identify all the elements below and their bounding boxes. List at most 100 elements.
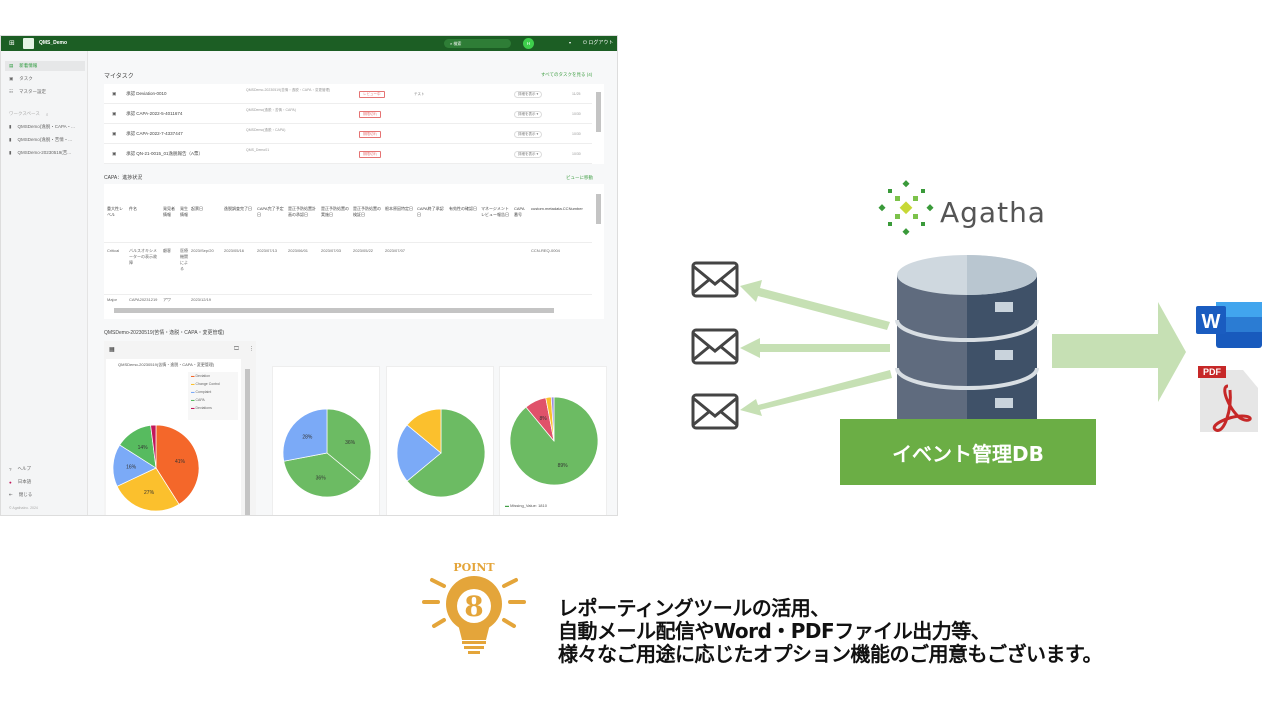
view-link[interactable]: ビューに移動 — [566, 175, 593, 180]
pie-slice[interactable] — [326, 408, 372, 482]
column-header[interactable]: CAPA番号 — [514, 206, 525, 217]
vertical-scrollbar[interactable] — [596, 194, 601, 224]
mail-icons — [691, 261, 739, 430]
legend-item[interactable]: ▬ Deviation — [191, 374, 211, 378]
task-date: 11/25 — [572, 92, 581, 96]
vertical-scrollbar[interactable] — [245, 369, 250, 515]
help-link[interactable]: ?ヘルプ — [9, 466, 32, 472]
word-icon: W — [1196, 302, 1262, 348]
settings-icon: ☷ — [9, 89, 14, 94]
collapse-icon: ⇤ — [9, 492, 13, 497]
arrow-to-mail-1 — [740, 280, 890, 330]
legend-item[interactable]: ▬ Deviations — [191, 406, 212, 410]
details-label: 詳細を表示 — [518, 92, 536, 96]
logout-button[interactable]: ⏻ ログアウト — [583, 40, 614, 46]
details-dropdown[interactable]: 詳細を表示 ▾ — [514, 131, 543, 138]
column-header[interactable]: 是正予防処置計画の承認日 — [288, 206, 316, 217]
column-header[interactable]: 是正予防処置の実施日 — [321, 206, 349, 217]
column-header[interactable]: 是正予防処置の検証日 — [353, 206, 381, 217]
task-name[interactable]: 承認 CAPA-2022-7-4337447 — [126, 131, 183, 136]
column-header[interactable]: CAPA終了承認日 — [417, 206, 444, 217]
chevron-down-icon[interactable]: ▾ — [569, 40, 572, 45]
flow-diagram: W PDF — [691, 255, 1262, 432]
workspace-icon: ▮ — [9, 137, 12, 142]
column-header[interactable]: 有効性の確認日 — [449, 206, 477, 211]
calendar-icon: ▣ — [9, 76, 14, 81]
chart-legend: ▬ Deviation ▬ Change Control ▬ Complaint ▬ … — [188, 372, 238, 420]
column-header[interactable]: 起票日 — [191, 206, 203, 211]
column-header[interactable]: 逸脱調査完了日 — [224, 206, 252, 211]
slice-label: 8% — [540, 416, 548, 422]
legend-label: Deviations — [195, 406, 212, 410]
task-name[interactable]: 承認 CAPA-2022-5-4011674 — [126, 111, 183, 116]
legend-label: Complaint — [195, 390, 212, 394]
column-header[interactable]: マネージメントレビュー報告日 — [481, 206, 509, 217]
column-header[interactable]: 重大性レベル — [107, 206, 123, 217]
column-header[interactable]: 根本原因特定日 — [385, 206, 413, 211]
workspace-item[interactable]: ▮QMSDemo(逸脱・苦情・... — [9, 137, 72, 142]
pie-slice[interactable] — [116, 467, 180, 512]
sidebar-item-tasks[interactable]: ▣タスク — [9, 76, 33, 81]
legend-item[interactable]: ▬ CAPA — [191, 398, 205, 402]
description-line: 自動メール配信やWord・PDFファイル出力等、 — [558, 619, 991, 643]
horizontal-scrollbar[interactable] — [114, 308, 554, 313]
pie-slice[interactable] — [406, 408, 442, 454]
arrow-to-files — [1052, 302, 1186, 402]
collapse-link[interactable]: ⇤閉じる — [9, 492, 33, 497]
details-dropdown[interactable]: 詳細を表示 ▾ — [514, 111, 543, 118]
workspace-item[interactable]: ▮QMSDemo-20230519(苦... — [9, 150, 72, 155]
language-link[interactable]: ●日本語 — [9, 479, 32, 485]
column-header[interactable]: custom.metadata.CCNumber — [531, 206, 583, 211]
column-header[interactable]: CAPA完了予定日 — [257, 206, 284, 217]
task-row[interactable] — [104, 84, 592, 104]
table-cell: CCN-REQ-0004 — [531, 248, 560, 253]
svg-text:8: 8 — [464, 590, 483, 623]
sidebar-item-news[interactable]: ▤新着情報 — [5, 61, 85, 71]
column-header[interactable]: 件名 — [129, 206, 137, 211]
task-assignee: テスト — [414, 92, 425, 96]
slice-label: 14% — [138, 445, 149, 451]
pie-slice[interactable] — [150, 424, 157, 469]
task-row[interactable] — [104, 124, 592, 144]
svg-text:W: W — [1202, 311, 1221, 333]
app-title: QMS_Demo — [39, 40, 68, 46]
pie-slice[interactable] — [282, 408, 328, 462]
column-header[interactable]: 発生情報 — [180, 206, 188, 217]
pie-slice[interactable] — [550, 396, 555, 442]
calendar-icon: ▣ — [112, 111, 117, 116]
monitor-icon[interactable]: 🖵 — [234, 346, 239, 352]
task-date: 10/30 — [572, 112, 581, 116]
search-icon[interactable]: ⌕ — [45, 111, 49, 117]
search-input[interactable]: ⌕ 検索 — [444, 39, 511, 48]
workspace-item[interactable]: ▮QMSDemo(逸脱・CAPA・... — [9, 124, 75, 129]
legend-item[interactable]: ▬ Complaint — [191, 390, 212, 394]
pie-slice[interactable] — [406, 408, 486, 498]
vertical-scrollbar[interactable] — [596, 92, 601, 132]
slice-label: 36% — [316, 476, 327, 482]
task-name[interactable]: 承認 QN-21-0015_01逸脱報告（A票） — [126, 151, 204, 156]
pie-slice[interactable] — [283, 452, 362, 498]
pie-slice[interactable] — [396, 424, 442, 482]
row-divider — [104, 294, 592, 295]
column-header[interactable]: 発見者情報 — [163, 206, 175, 217]
avatar[interactable]: H — [523, 38, 534, 49]
details-label: 詳細を表示 — [518, 152, 536, 156]
task-row[interactable] — [104, 104, 592, 124]
task-name[interactable]: 承認 Deviation-0010 — [126, 91, 167, 96]
task-row[interactable] — [104, 144, 592, 164]
table-cell: アワ — [163, 297, 171, 302]
view-all-tasks-link[interactable]: すべてのタスクを見る (4) — [541, 72, 593, 77]
sidebar-item-master[interactable]: ☷マスター設定 — [9, 89, 47, 94]
table-cell: 医療機関による — [180, 248, 188, 271]
details-dropdown[interactable]: 詳細を表示 ▾ — [514, 151, 543, 158]
table-cell: 2023/12/19 — [191, 297, 212, 302]
legend-item[interactable]: ▬ Change Control — [191, 382, 220, 386]
chart-card: QMSDemo-20230519(苦情・逸脱・CAPA・変更管理) 41%27%… — [106, 359, 241, 515]
table-cell: 2023/05/16 — [224, 248, 245, 253]
apps-grid-icon[interactable]: ⊞ — [9, 40, 15, 47]
details-dropdown[interactable]: 詳細を表示 ▾ — [514, 91, 543, 98]
table-cell: 2023/07/13 — [257, 248, 278, 253]
news-icon: ▤ — [9, 63, 14, 68]
more-icon[interactable]: ⋮ — [249, 346, 254, 352]
calendar-icon: ▣ — [112, 151, 117, 156]
